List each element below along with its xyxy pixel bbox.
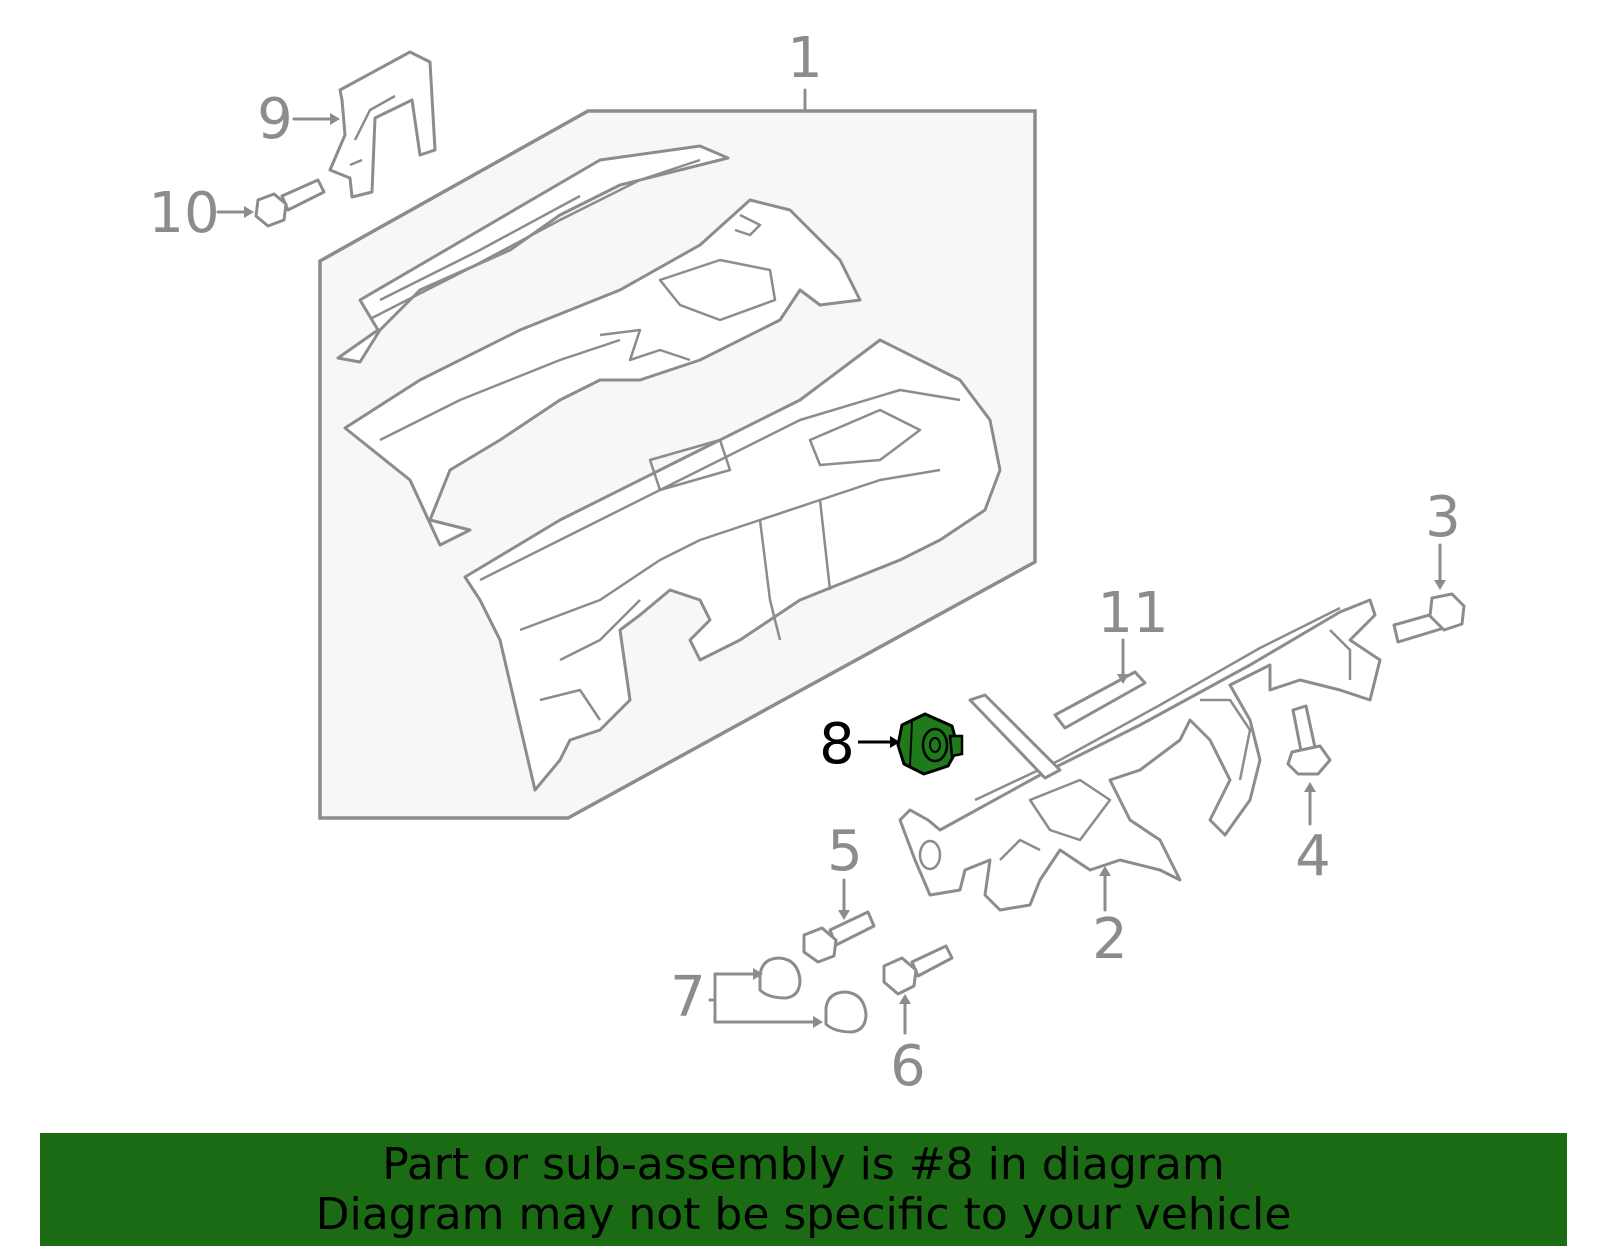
callout-11: 11 — [1097, 581, 1168, 646]
part-6-bolt — [882, 944, 954, 996]
part-8-highlighted — [896, 712, 964, 776]
arrow-8 — [890, 736, 900, 748]
ip-carrier — [463, 338, 1002, 792]
arrow-3 — [1434, 580, 1446, 590]
banner-line-2: Diagram may not be specific to your vehi… — [315, 1188, 1292, 1240]
part-7-caps — [758, 956, 868, 1034]
callout-10: 10 — [148, 181, 219, 246]
banner-line-1: Part or sub-assembly is #8 in diagram — [382, 1138, 1225, 1190]
dash-insulator — [343, 198, 862, 547]
part-4-bolt — [1286, 704, 1332, 776]
info-banner: Part or sub-assembly is #8 in diagram Di… — [40, 1133, 1567, 1246]
callout-7: 7 — [670, 965, 706, 1030]
callout-8: 8 — [819, 712, 855, 777]
part-11-strip — [1053, 670, 1147, 730]
part-2-crossbeam — [898, 598, 1382, 912]
arrow-9 — [330, 113, 340, 125]
arrow-7a — [753, 968, 763, 980]
arrow-5 — [838, 910, 850, 920]
arrow-2 — [1099, 866, 1111, 876]
leader-7b — [713, 998, 817, 1024]
callout-6: 6 — [890, 1034, 926, 1099]
arrow-10 — [244, 206, 254, 218]
callout-1: 1 — [787, 26, 823, 91]
callout-5: 5 — [827, 819, 863, 884]
part-5-bolt — [802, 910, 876, 964]
cowl-strip — [336, 144, 730, 364]
arrow-6 — [899, 994, 911, 1004]
callout-3: 3 — [1425, 485, 1461, 550]
part-10-bolt — [254, 178, 326, 228]
arrow-11 — [1117, 674, 1129, 684]
callout-9: 9 — [257, 87, 293, 152]
leader-7a — [708, 972, 757, 1002]
part-3-bolt — [1392, 592, 1466, 644]
callout-2: 2 — [1092, 907, 1128, 972]
part-9-bracket — [328, 50, 437, 199]
callout-4: 4 — [1295, 824, 1331, 889]
arrow-4 — [1304, 782, 1316, 792]
arrow-7b — [813, 1016, 823, 1028]
